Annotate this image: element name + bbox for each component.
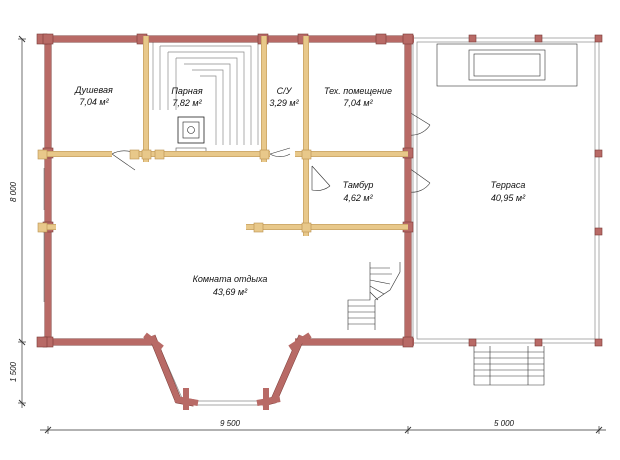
room-terrace-name: Терраса <box>491 180 526 190</box>
dim-bottom-terrace: 5 000 <box>494 419 515 428</box>
room-terrace-area: 40,95 м² <box>491 193 526 203</box>
sauna-benches <box>152 39 259 145</box>
dimension-lines <box>18 35 606 434</box>
room-steam-name: Парная <box>171 86 202 96</box>
dim-bottom-main: 9 500 <box>220 419 241 428</box>
dim-left-upper: 8 000 <box>9 181 18 202</box>
room-tech-area: 7,04 м² <box>343 98 373 108</box>
room-tech-name: Тех. помещение <box>324 86 392 96</box>
room-wc-name: С/У <box>277 86 293 96</box>
partition-walls <box>37 36 408 236</box>
room-lounge-area: 43,69 м² <box>213 287 248 297</box>
room-wc-area: 3,29 м² <box>269 98 299 108</box>
stairs <box>347 262 401 330</box>
room-labels: Душевая 7,04 м² Парная 7,82 м² С/У 3,29 … <box>74 85 526 297</box>
dimension-labels: 8 000 1 500 9 500 5 000 <box>9 181 515 428</box>
room-steam-area: 7,82 м² <box>172 98 202 108</box>
dim-left-lower: 1 500 <box>9 361 18 382</box>
room-shower-name: Душевая <box>74 85 113 95</box>
room-lounge-name: Комната отдыха <box>193 274 268 284</box>
room-shower-area: 7,04 м² <box>79 97 109 107</box>
room-vestibule-area: 4,62 м² <box>343 193 373 203</box>
log-walls <box>40 35 414 410</box>
sauna-stove <box>175 116 207 157</box>
terrace-outline <box>412 34 603 386</box>
room-vestibule-name: Тамбур <box>343 180 374 190</box>
